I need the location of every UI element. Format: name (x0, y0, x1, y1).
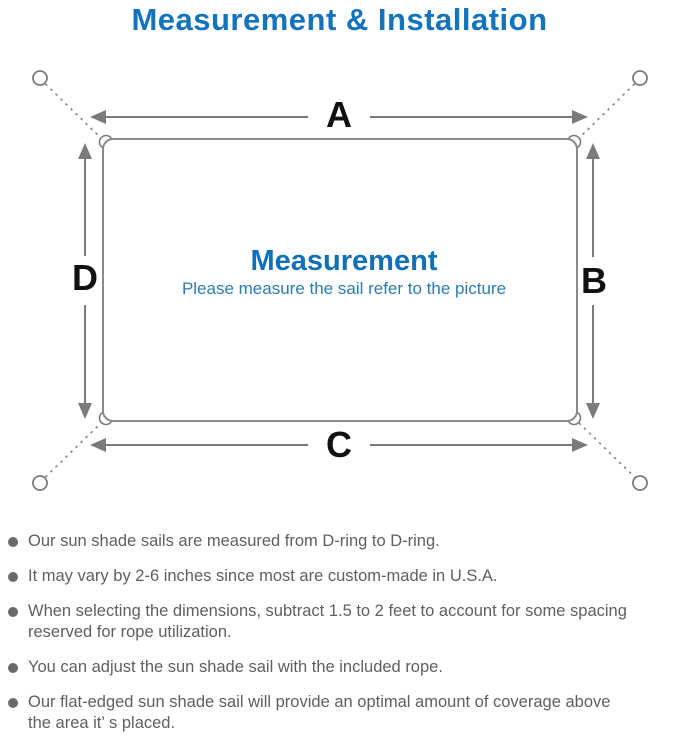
notes-list: Our sun shade sails are measured from D-… (8, 531, 668, 739)
dim-c-arrowhead-right-icon (572, 438, 588, 452)
anchor-rings (32, 70, 648, 491)
dim-a-arrowhead-left-icon (90, 110, 106, 124)
anchor-ring-bottom-left-icon (32, 475, 48, 491)
note-line: reserved for rope utilization. (28, 623, 232, 641)
note-line: the area it’ s placed. (28, 714, 176, 732)
tether-line-bottom-left (44, 422, 102, 478)
page-title: Measurement & Installation (131, 2, 548, 37)
diagram-center-title: Measurement (251, 245, 438, 277)
bullet-dot-icon (8, 698, 18, 708)
note-text: Our flat-edged sun shade sail will provi… (28, 692, 610, 734)
note-line: Our sun shade sails are measured from D-… (28, 532, 440, 550)
note-text: It may vary by 2-6 inches since most are… (28, 566, 498, 587)
tether-line-top-left (44, 83, 102, 139)
anchor-ring-top-left-icon (32, 70, 48, 86)
tether-line-bottom-right (578, 422, 636, 478)
tether-line-top-right (578, 83, 636, 139)
bullet-dot-icon (8, 537, 18, 547)
sail-rectangle (102, 138, 578, 422)
anchor-ring-top-right-icon (632, 70, 648, 86)
bullet-dot-icon (8, 663, 18, 673)
anchor-ring-bottom-right-icon (632, 475, 648, 491)
note-text: You can adjust the sun shade sail with t… (28, 657, 443, 678)
dim-label-c: C (326, 424, 352, 465)
note-item-1: Our sun shade sails are measured from D-… (8, 531, 668, 552)
bullet-dot-icon (8, 572, 18, 582)
note-line: Our flat-edged sun shade sail will provi… (28, 693, 611, 711)
bullet-dot-icon (8, 607, 18, 617)
sail-measurement-diagram: A B C D Measurement Please measure the s… (32, 70, 648, 491)
note-item-4: You can adjust the sun shade sail with t… (8, 657, 668, 678)
dim-b-arrowhead-down-icon (586, 403, 600, 419)
tether-lines (44, 83, 636, 478)
dim-label-b: B (581, 260, 607, 301)
dim-label-d: D (72, 257, 98, 298)
dimension-arrows (78, 110, 600, 452)
note-text: Our sun shade sails are measured from D-… (28, 531, 440, 552)
dim-b-arrowhead-up-icon (586, 143, 600, 159)
note-line: It may vary by 2-6 inches since most are… (28, 567, 498, 585)
note-item-5: Our flat-edged sun shade sail will provi… (8, 692, 668, 734)
dim-d-arrowhead-down-icon (78, 403, 92, 419)
note-line: You can adjust the sun shade sail with t… (28, 658, 443, 676)
note-item-2: It may vary by 2-6 inches since most are… (8, 566, 668, 587)
dim-d-arrowhead-up-icon (78, 143, 92, 159)
dim-label-a: A (326, 94, 352, 135)
note-item-3: When selecting the dimensions, subtract … (8, 601, 668, 643)
dim-a-arrowhead-right-icon (572, 110, 588, 124)
dim-c-arrowhead-left-icon (90, 438, 106, 452)
diagram-center-subtitle: Please measure the sail refer to the pic… (182, 279, 506, 298)
note-text: When selecting the dimensions, subtract … (28, 601, 627, 643)
note-line: When selecting the dimensions, subtract … (28, 602, 627, 620)
